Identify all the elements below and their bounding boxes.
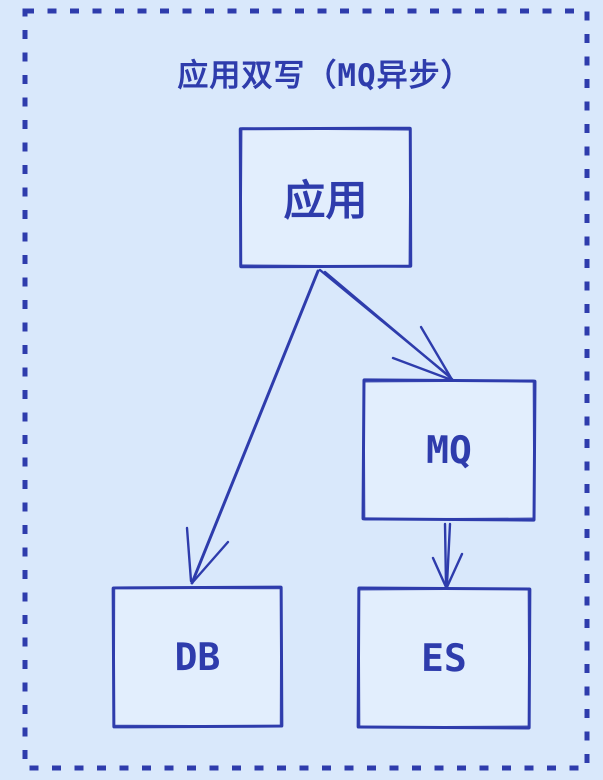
node-app: 应用 <box>238 126 413 269</box>
node-app-label: 应用 <box>283 175 368 226</box>
node-es: ES <box>356 586 532 730</box>
node-mq-label: MQ <box>425 427 473 473</box>
edge-app-to-mq-arrow <box>318 268 454 381</box>
node-db-label: DB <box>174 634 221 680</box>
edge-mq-to-es-arrow <box>431 522 464 589</box>
diagram-title: 应用双写（MQ异步） <box>177 58 473 94</box>
edge-app-to-db-arrow <box>185 269 320 585</box>
node-es-label: ES <box>420 635 467 681</box>
node-db: DB <box>111 585 284 729</box>
node-mq: MQ <box>361 378 537 522</box>
